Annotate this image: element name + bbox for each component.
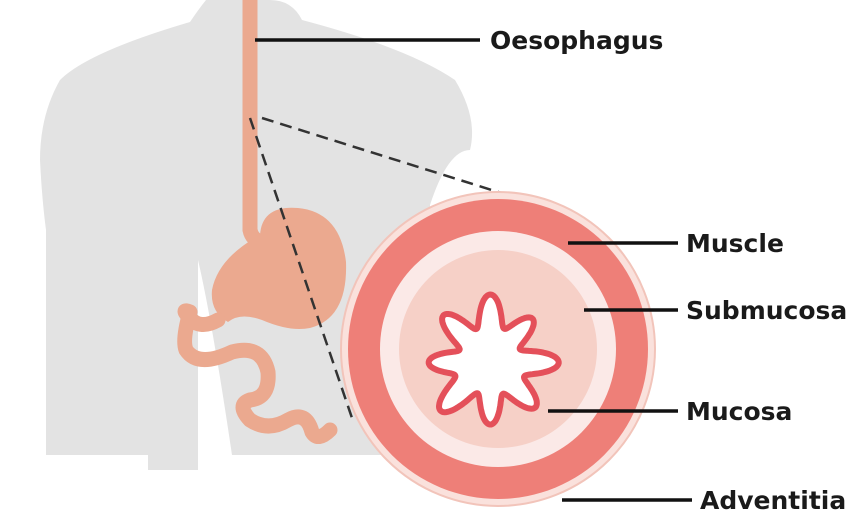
submucosa-label: Submucosa [686, 296, 847, 325]
mucosa-label: Mucosa [686, 397, 792, 426]
oesophagus-cross-section [341, 192, 655, 506]
adventitia-label: Adventitia [700, 486, 846, 515]
muscle-label: Muscle [686, 229, 784, 258]
oesophagus-label: Oesophagus [490, 26, 663, 55]
